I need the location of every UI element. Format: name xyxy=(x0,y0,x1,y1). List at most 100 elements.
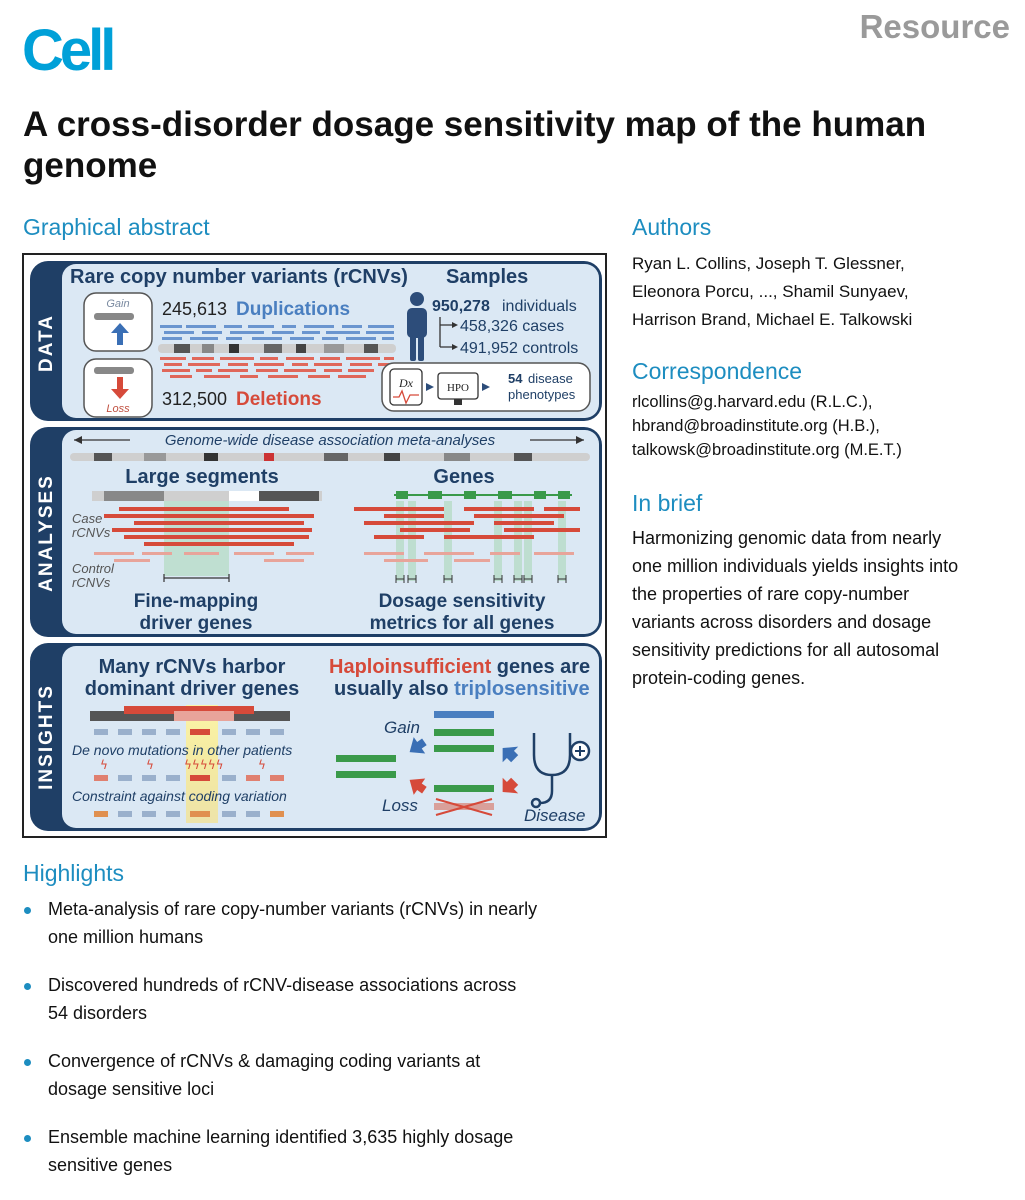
highlights-list: Meta-analysis of rare copy-number varian… xyxy=(22,895,622,1199)
gain-gene-copies xyxy=(434,711,494,752)
bullet-icon xyxy=(24,983,31,990)
highlight-item: Ensemble machine learning identified 3,6… xyxy=(22,1123,622,1179)
gain-chrom-icon xyxy=(94,313,134,320)
loss-to-disease-arrow-icon xyxy=(502,777,519,794)
svg-text:ϟ: ϟ xyxy=(146,758,154,772)
segment-chromosome-band-3 xyxy=(259,491,319,501)
genes-title: Genes xyxy=(433,466,494,488)
genome-wide-label: Genome-wide disease association meta-ana… xyxy=(165,432,496,449)
highlight-item: Convergence of rCNVs & damaging coding v… xyxy=(22,1047,622,1103)
dx-label: Dx xyxy=(398,376,414,390)
data-label: DATA xyxy=(36,314,57,372)
analyses-panel-bg xyxy=(62,430,599,634)
bullet-icon xyxy=(24,1135,31,1142)
in-brief-line: variants across disorders and dosage xyxy=(632,612,932,632)
denovo-label: De novo mutations in other patients xyxy=(72,742,292,758)
gene-highlight-columns xyxy=(396,501,566,581)
in-brief-line: Harmonizing genomic data from nearly xyxy=(632,528,942,548)
highlight-line: 54 disorders xyxy=(48,1003,148,1023)
loss-arrow-icon xyxy=(111,377,129,399)
control-rcnv-bars xyxy=(94,552,314,562)
fine-map-bracket xyxy=(163,574,230,582)
controls-arrow-icon xyxy=(452,344,458,350)
gain-arrow-icon xyxy=(111,323,129,345)
highlight-line: Meta-analysis of rare copy-number varian… xyxy=(48,899,538,919)
triplo-word: triplosensitive xyxy=(454,678,590,700)
clipboard-icon xyxy=(389,368,423,406)
phenotypes-line1: disease xyxy=(528,371,573,386)
correspondence-heading: Correspondence xyxy=(632,358,803,384)
driver-gene-glow xyxy=(186,705,218,823)
fine-mapping-line2: driver genes xyxy=(140,613,253,634)
monitor-stand-icon xyxy=(454,399,462,405)
loss-label: Loss xyxy=(106,403,130,415)
case-rcnv-bars xyxy=(104,507,314,546)
triplo-line: usually also triplosensitive xyxy=(334,678,590,700)
person-icon xyxy=(407,292,427,361)
constraint-label: Constraint against coding variation xyxy=(72,788,287,804)
authors-list: Ryan L. Collins, Joseph T. Glessner, Ele… xyxy=(632,250,912,334)
heartbeat-icon xyxy=(393,389,419,405)
in-brief-line: sensitivity predictions for all autosoma… xyxy=(632,640,940,660)
highlights-heading: Highlights xyxy=(23,860,124,886)
insight-gene-row-2 xyxy=(94,775,284,781)
control-label-1: Control xyxy=(72,561,115,576)
many-rcnvs-line1: Many rCNVs harbor xyxy=(99,656,286,678)
correspondence-email[interactable]: hbrand@broadinstitute.org (H.B.), xyxy=(632,417,880,435)
case-label-2: rCNVs xyxy=(72,525,111,540)
rcnv-title: Rare copy number variants (rCNVs) xyxy=(70,266,408,288)
cases-arrow-icon xyxy=(452,322,458,328)
correspondence-email[interactable]: talkowsk@broadinstitute.org (M.E.T.) xyxy=(632,441,902,459)
case-label-1: Case xyxy=(72,511,102,526)
highlight-line: Ensemble machine learning identified 3,6… xyxy=(48,1127,514,1147)
large-segments-title: Large segments xyxy=(125,466,278,488)
loss-gene-copies xyxy=(434,785,494,816)
authors-line: Ryan L. Collins, Joseph T. Glessner, xyxy=(632,254,905,273)
genome-wide-right-arrow-icon xyxy=(576,436,584,444)
analyses-label: ANALYSES xyxy=(36,474,57,592)
svg-text:ϟ: ϟ xyxy=(258,758,266,772)
hpo-label: HPO xyxy=(447,382,469,394)
dx-arrow-icon xyxy=(426,383,434,391)
data-panel: DATA Rare copy number variants (rCNVs) G… xyxy=(30,261,602,421)
fine-mapping-line1: Fine-mapping xyxy=(134,591,259,612)
dup-label: Duplications xyxy=(236,299,350,320)
in-brief-text: Harmonizing genomic data from nearly one… xyxy=(632,524,1022,692)
gene-models xyxy=(394,491,572,499)
samples-branch-lines xyxy=(439,317,452,348)
svg-text:ϟ: ϟ xyxy=(100,758,108,772)
insight-rcnv-bar xyxy=(124,706,254,714)
haplo-word: Haploinsufficient xyxy=(329,656,492,678)
dup-bars xyxy=(160,325,394,340)
gene-brackets xyxy=(395,575,567,583)
highlight-line: one million humans xyxy=(48,927,204,947)
fine-map-highlight xyxy=(164,491,229,576)
highlight-item: Meta-analysis of rare copy-number varian… xyxy=(22,895,622,951)
haplo-rest: genes are xyxy=(491,656,590,678)
phenotypes-count: 54 xyxy=(508,371,523,386)
usually-text: usually also xyxy=(334,678,454,700)
gain-to-disease-arrow-icon xyxy=(502,746,519,763)
segment-chromosome xyxy=(92,491,322,501)
del-label: Deletions xyxy=(236,389,322,410)
genome-wide-left-arrow-icon xyxy=(74,436,82,444)
stethoscope-icon xyxy=(530,733,591,809)
gene-rcnv-bars xyxy=(354,507,580,539)
baseline-gene-copies xyxy=(336,755,396,778)
authors-line: Harrison Brand, Michael E. Talkowski xyxy=(632,310,913,329)
individuals-label: individuals xyxy=(502,298,577,315)
haplo-line: Haploinsufficient genes are xyxy=(329,656,590,678)
data-chromosome xyxy=(158,344,396,353)
gain-bubble xyxy=(83,292,153,352)
correspondence-list: rlcollins@g.harvard.edu (R.L.C.), hbrand… xyxy=(632,390,902,462)
cases-count: 458,326 cases xyxy=(460,318,564,335)
many-rcnvs-line2: dominant driver genes xyxy=(85,678,300,700)
dup-count: 245,613 xyxy=(162,299,227,319)
segment-chromosome-band-2 xyxy=(229,491,259,501)
insights-label: INSIGHTS xyxy=(36,684,57,790)
insights-panel: INSIGHTS Many rCNVs harbor dominant driv… xyxy=(30,643,602,831)
control-label-2: rCNVs xyxy=(72,575,111,590)
in-brief-line: one million individuals yields insights … xyxy=(632,556,959,576)
graphical-abstract: DATA Rare copy number variants (rCNVs) G… xyxy=(22,253,607,838)
correspondence-email[interactable]: rlcollins@g.harvard.edu (R.L.C.), xyxy=(632,393,873,411)
